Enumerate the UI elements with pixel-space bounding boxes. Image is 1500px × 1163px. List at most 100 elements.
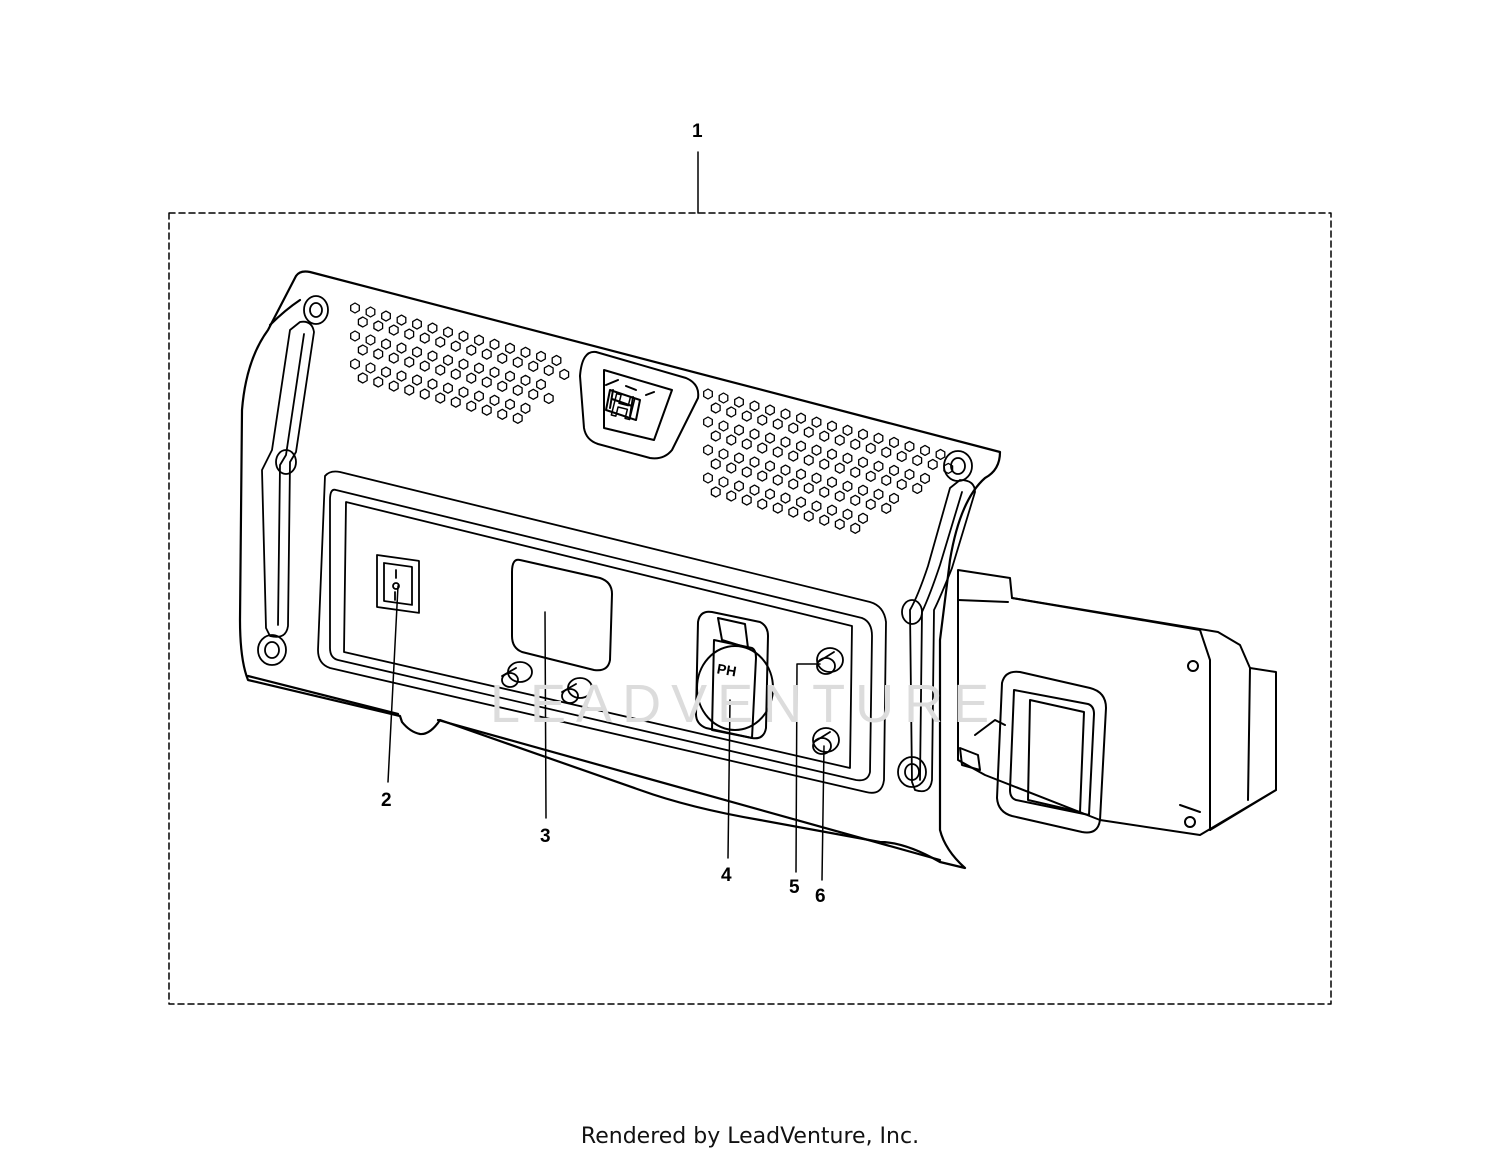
vent-hole	[726, 406, 737, 418]
side-handle	[996, 670, 1107, 834]
vent-hole	[718, 476, 729, 488]
vent-hole	[427, 350, 438, 362]
vent-hole	[703, 444, 713, 456]
vent-hole	[404, 328, 415, 340]
fuse-holder-5	[816, 647, 844, 675]
vent-hole	[357, 316, 368, 328]
vent-hole	[718, 448, 729, 460]
vent-hole	[388, 352, 399, 364]
vent-hole	[734, 396, 744, 408]
vent-hole	[559, 368, 570, 381]
vent-hole	[450, 368, 461, 380]
control-panel-recess	[317, 470, 887, 794]
leader-2	[387, 585, 399, 783]
vent-hole	[780, 408, 791, 420]
vent-hole	[811, 472, 822, 484]
vent-hole	[896, 478, 907, 491]
vent-hole	[749, 456, 760, 468]
vent-hole	[749, 400, 760, 412]
power-socket	[695, 610, 774, 740]
vent-hole	[734, 452, 744, 464]
vent-hole	[749, 428, 760, 440]
callout-5: 5	[789, 877, 800, 898]
vent-hole	[749, 484, 760, 496]
vent-hole	[920, 444, 930, 457]
vent-hole	[412, 318, 422, 330]
vent-hole	[827, 448, 837, 460]
vent-hole	[741, 410, 752, 422]
vent-hole	[419, 388, 430, 400]
vent-hole	[834, 434, 845, 446]
vent-hole	[842, 452, 853, 464]
vent-hole	[466, 344, 477, 356]
vent-hole	[734, 424, 744, 436]
vent-hole	[512, 384, 523, 396]
vent-hole	[803, 426, 814, 438]
vent-hole	[873, 432, 884, 444]
vent-hole	[435, 336, 446, 348]
vent-hole	[404, 356, 415, 368]
vent-hole	[703, 388, 713, 400]
vent-hole	[497, 380, 508, 392]
vent-hole	[703, 416, 713, 428]
vent-hole	[404, 384, 415, 396]
vent-hole	[419, 332, 430, 344]
vent-hole	[765, 460, 775, 472]
vent-hole	[520, 374, 531, 386]
vent-hole	[710, 402, 721, 414]
vent-hole	[772, 446, 783, 458]
vent-hole	[803, 454, 814, 466]
vent-hole	[396, 370, 407, 382]
vent-hole	[466, 372, 477, 384]
vent-hole	[796, 468, 806, 480]
vent-hole	[834, 490, 845, 502]
vent-hole	[819, 458, 830, 470]
vent-hole	[481, 404, 492, 416]
vent-hole	[474, 334, 484, 346]
vent-hole	[528, 388, 539, 400]
vent-hole	[858, 512, 868, 524]
callout-1: 1	[692, 121, 703, 142]
vent-hole	[765, 488, 775, 500]
vent-hole	[827, 504, 837, 516]
vent-hole	[365, 362, 376, 374]
leader-5	[795, 663, 821, 873]
vent-hole	[373, 348, 384, 360]
vent-hole	[803, 482, 814, 494]
vent-hole	[419, 360, 430, 372]
vent-hole	[842, 424, 853, 436]
vent-hole	[412, 346, 422, 358]
vent-hole	[842, 508, 853, 520]
vent-hole	[889, 436, 899, 449]
vent-hole	[819, 486, 830, 498]
vent-hole	[943, 462, 954, 475]
vent-hole	[450, 340, 461, 352]
vent-hole	[788, 478, 799, 490]
vent-hole	[381, 310, 391, 322]
vent-hole	[757, 498, 768, 510]
vent-hole	[873, 488, 884, 500]
vent-hole	[443, 326, 453, 338]
vent-hole	[536, 350, 546, 363]
leader-lines	[387, 151, 825, 881]
vent-hole	[858, 456, 868, 468]
vent-hole	[412, 374, 422, 386]
vent-hole	[512, 356, 523, 368]
vent-hole	[873, 460, 884, 472]
vent-hole	[396, 314, 407, 326]
vent-hole	[381, 338, 391, 350]
vent-hole	[865, 470, 876, 482]
vent-hole	[365, 306, 376, 318]
vent-hole	[435, 364, 446, 376]
vent-hole	[757, 414, 768, 426]
vent-hole	[850, 522, 861, 534]
vent-hole	[912, 482, 923, 495]
vent-hole	[927, 458, 938, 471]
leader-6	[821, 745, 825, 881]
vent-hole	[757, 470, 768, 482]
vent-hole	[373, 376, 384, 388]
vent-hole	[842, 480, 853, 492]
vent-hole	[889, 492, 899, 505]
side-housing	[957, 569, 1277, 836]
vent-hole	[734, 480, 744, 492]
